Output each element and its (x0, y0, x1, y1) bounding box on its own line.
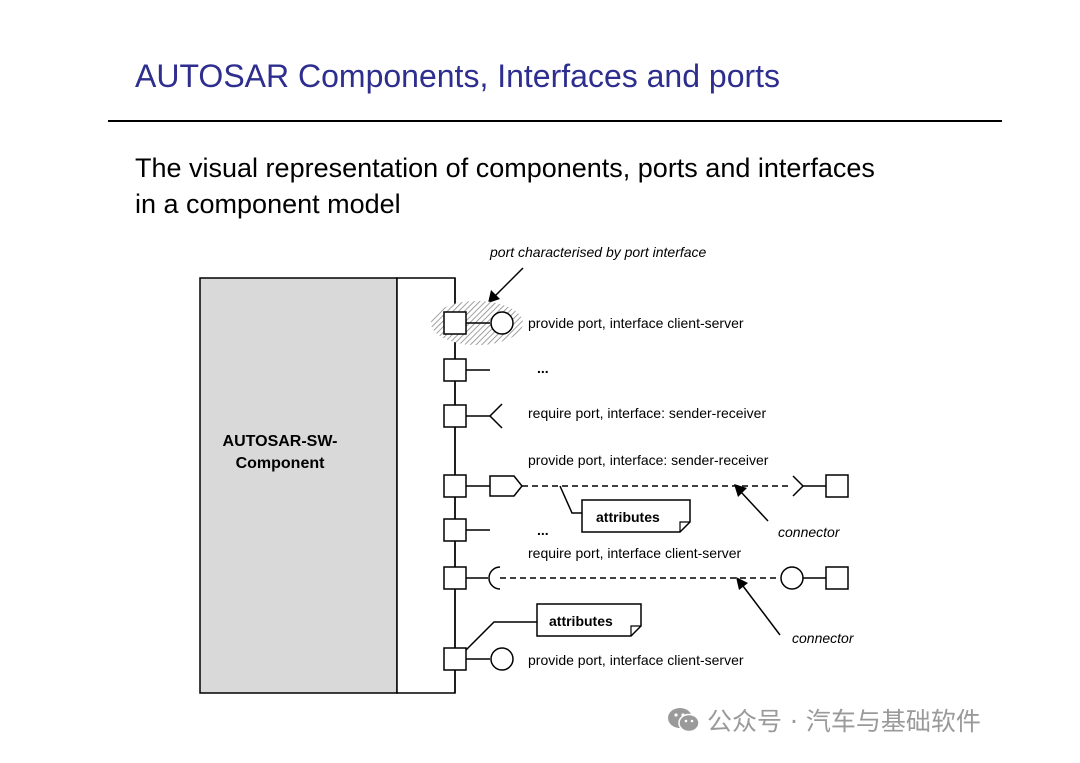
note-leader (559, 485, 582, 514)
port-interface-annotation: port characterised by port interface (489, 244, 707, 260)
port-label: require port, interface: sender-receiver (528, 405, 766, 421)
port-label: provide port, interface: sender-receiver (528, 452, 769, 468)
require-sender-receiver-icon (792, 475, 805, 497)
provide-interface-circle (490, 311, 514, 335)
watermark: 公众号 · 汽车与基础软件 (667, 703, 981, 737)
connector-arrowhead (734, 484, 747, 497)
port-square (443, 474, 467, 498)
component-label-line2: Component (236, 455, 326, 472)
wechat-icon (668, 708, 700, 733)
attributes-label: attributes (596, 509, 660, 525)
component-gray-panel (199, 277, 398, 694)
note-leader (465, 621, 537, 651)
component-label-line1: AUTOSAR-SW- (223, 433, 338, 450)
attributes-note (536, 603, 642, 637)
port-square (443, 647, 467, 671)
port-label: provide port, interface client-server (528, 315, 744, 331)
port-ellipsis: ... (537, 360, 549, 376)
connector-label: connector (778, 524, 841, 540)
port-label: provide port, interface client-server (528, 652, 744, 668)
port-square (443, 311, 467, 335)
port-label: require port, interface client-server (528, 545, 742, 561)
watermark-text: 公众号 · 汽车与基础软件 (707, 707, 981, 736)
port-square (443, 358, 467, 382)
title-divider (108, 120, 1002, 122)
attributes-label: attributes (549, 613, 613, 629)
port-square (443, 566, 467, 590)
port-square (443, 518, 467, 542)
require-sender-receiver-icon (488, 403, 503, 429)
connector-pointer (740, 491, 769, 522)
port-square (443, 404, 467, 428)
slide-subtitle: The visual representation of components,… (135, 153, 875, 219)
provide-interface-circle (780, 566, 804, 590)
connector-pointer (742, 585, 781, 636)
provide-sender-receiver-icon (489, 475, 523, 497)
slide-title: AUTOSAR Components, Interfaces and ports (135, 58, 781, 94)
remote-port-square (825, 474, 849, 498)
require-client-server-icon (488, 566, 501, 590)
annotation-arrowhead (488, 290, 500, 303)
connector-arrowhead (736, 577, 748, 590)
connector-label: connector (792, 630, 855, 646)
remote-port-square (825, 566, 849, 590)
attributes-note (581, 499, 691, 533)
provide-interface-circle (490, 647, 514, 671)
annotation-arrow-line (494, 267, 524, 297)
port-ellipsis: ... (537, 522, 549, 538)
